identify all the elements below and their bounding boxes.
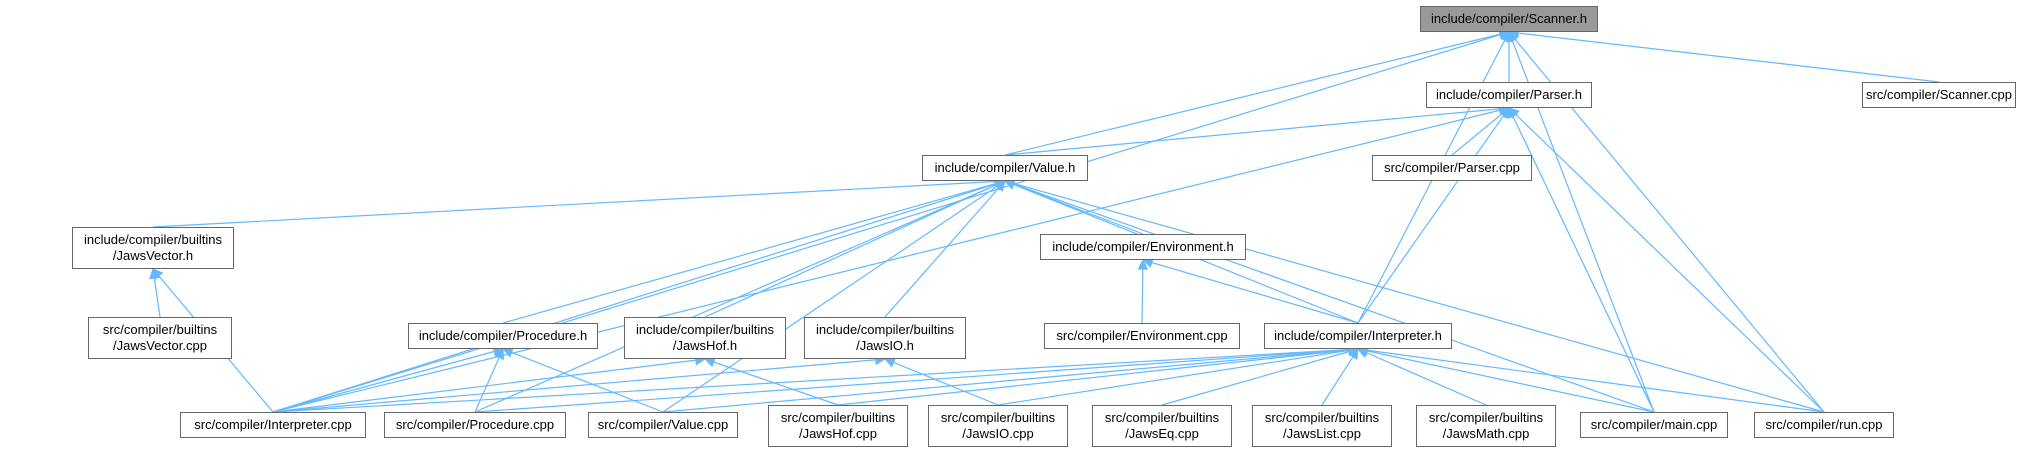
edge-procedure_h-to-value_h bbox=[502, 178, 1007, 324]
edge-interpreter_h-to-environment_h bbox=[1141, 257, 1359, 324]
node-environment-cpp[interactable]: src/compiler/Environment.cpp bbox=[1044, 323, 1240, 349]
node-value-cpp[interactable]: src/compiler/Value.cpp bbox=[588, 412, 738, 438]
edge-main_cpp-to-value_h bbox=[1003, 179, 1655, 413]
edge-jawsio_cpp-to-jawsio_h bbox=[883, 357, 999, 406]
node-jawsvector-cpp[interactable]: src/compiler/builtins /JawsVector.cpp bbox=[88, 317, 232, 359]
node-main-cpp[interactable]: src/compiler/main.cpp bbox=[1580, 412, 1728, 438]
edge-interpreter_cpp-to-interpreter_h bbox=[272, 344, 1360, 413]
edge-jawshof_h-to-value_h bbox=[704, 180, 1006, 318]
edge-interpreter_cpp-to-value_h bbox=[272, 178, 1007, 413]
edge-run_cpp-to-parser_h bbox=[1508, 107, 1825, 413]
edge-jawsvector_h-to-value_h bbox=[152, 176, 1007, 228]
edge-interpreter_cpp-to-procedure_h bbox=[272, 346, 505, 413]
node-jawseq-cpp[interactable]: src/compiler/builtins /JawsEq.cpp bbox=[1092, 405, 1232, 447]
edge-main_cpp-to-interpreter_h bbox=[1356, 345, 1655, 413]
node-jawsio-cpp[interactable]: src/compiler/builtins /JawsIO.cpp bbox=[928, 405, 1068, 447]
edge-value_h-to-parser_h bbox=[1004, 103, 1511, 156]
node-interpreter-cpp[interactable]: src/compiler/Interpreter.cpp bbox=[180, 412, 366, 438]
node-jawsvector-h[interactable]: include/compiler/builtins /JawsVector.h bbox=[72, 227, 234, 269]
edge-jawshof_cpp-to-jawshof_h bbox=[703, 357, 839, 406]
node-parser-cpp[interactable]: src/compiler/Parser.cpp bbox=[1372, 155, 1532, 181]
edge-jawslist_cpp-to-interpreter_h bbox=[1321, 348, 1359, 406]
node-scanner-h: include/compiler/Scanner.h bbox=[1420, 6, 1598, 32]
edge-interpreter_h-to-parser_h bbox=[1357, 107, 1510, 324]
edge-value_h-to-scanner_h bbox=[1004, 29, 1511, 156]
node-value-h[interactable]: include/compiler/Value.h bbox=[922, 155, 1088, 181]
edge-procedure_cpp-to-value_h bbox=[474, 179, 1006, 413]
node-procedure-cpp[interactable]: src/compiler/Procedure.cpp bbox=[384, 412, 566, 438]
node-jawsio-h[interactable]: include/compiler/builtins /JawsIO.h bbox=[804, 317, 966, 359]
node-scanner-cpp[interactable]: src/compiler/Scanner.cpp bbox=[1862, 82, 2016, 108]
edge-jawsio_cpp-to-interpreter_h bbox=[997, 345, 1360, 406]
edge-jawsmath_cpp-to-interpreter_h bbox=[1357, 347, 1487, 406]
node-environment-h[interactable]: include/compiler/Environment.h bbox=[1040, 234, 1246, 260]
edge-environment_cpp-to-environment_h bbox=[1137, 258, 1149, 324]
edge-jawsio_h-to-value_h bbox=[884, 180, 1006, 318]
edge-interpreter_cpp-to-parser_h bbox=[272, 105, 1511, 413]
edge-value_cpp-to-interpreter_h bbox=[662, 344, 1360, 413]
edge-jawshof_cpp-to-interpreter_h bbox=[837, 344, 1360, 406]
edge-procedure_cpp-to-procedure_h bbox=[474, 348, 504, 413]
node-run-cpp[interactable]: src/compiler/run.cpp bbox=[1754, 412, 1894, 438]
edge-jawseq_cpp-to-interpreter_h bbox=[1161, 346, 1360, 406]
edge-run_cpp-to-interpreter_h bbox=[1356, 344, 1825, 413]
edge-value_cpp-to-procedure_h bbox=[501, 347, 664, 413]
node-procedure-h[interactable]: include/compiler/Procedure.h bbox=[408, 323, 598, 349]
edge-interpreter_cpp-to-jawshof_h bbox=[272, 354, 707, 413]
edge-main_cpp-to-parser_h bbox=[1508, 107, 1655, 413]
node-interpreter-h[interactable]: include/compiler/Interpreter.h bbox=[1264, 323, 1452, 349]
node-jawshof-cpp[interactable]: src/compiler/builtins /JawsHof.cpp bbox=[768, 405, 908, 447]
edge-scanner_cpp-to-scanner_h bbox=[1507, 27, 1940, 83]
node-jawslist-cpp[interactable]: src/compiler/builtins /JawsList.cpp bbox=[1252, 405, 1392, 447]
edge-interpreter_cpp-to-jawsio_h bbox=[272, 354, 887, 413]
node-parser-h[interactable]: include/compiler/Parser.h bbox=[1426, 82, 1592, 108]
edge-run_cpp-to-value_h bbox=[1003, 178, 1825, 413]
node-jawshof-h[interactable]: include/compiler/builtins /JawsHof.h bbox=[624, 317, 786, 359]
node-jawsmath-cpp[interactable]: src/compiler/builtins /JawsMath.cpp bbox=[1416, 405, 1556, 447]
edge-procedure_cpp-to-interpreter_h bbox=[474, 344, 1360, 413]
